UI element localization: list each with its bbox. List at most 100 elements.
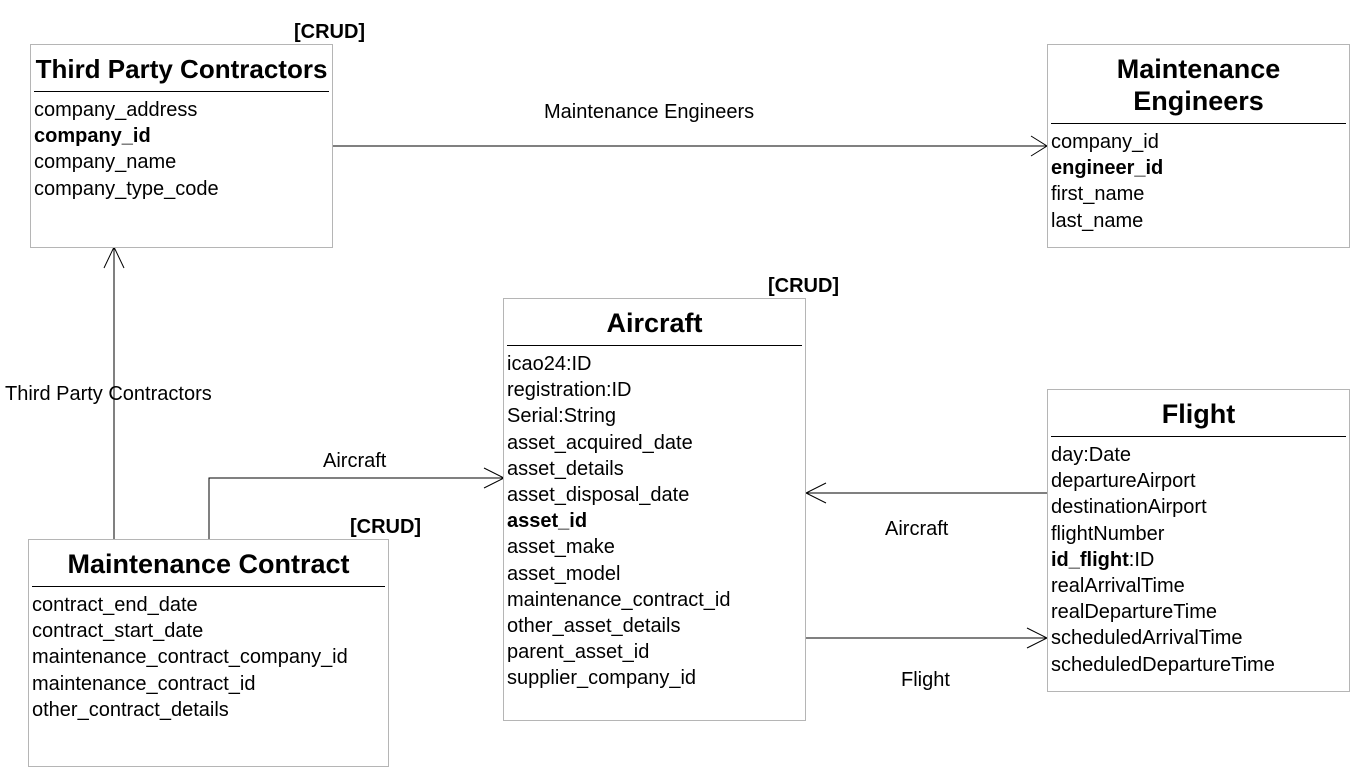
attribute-name: maintenance_contract_id [32, 672, 256, 695]
attribute-name: contract_start_date [32, 620, 204, 643]
attribute-row: flightNumber [1051, 521, 1275, 547]
attribute-row: asset_disposal_date [507, 482, 730, 508]
attribute-name-key: company_id [34, 125, 151, 148]
entity-title: Flight [1161, 399, 1236, 429]
attribute-row: asset_id [507, 508, 730, 534]
attribute-type: :ID [605, 379, 632, 402]
attribute-row: maintenance_contract_id [32, 671, 348, 697]
attribute-name: asset_make [507, 536, 615, 559]
attribute-row: company_id [1051, 129, 1163, 155]
attribute-name: scheduledDepartureTime [1051, 653, 1275, 676]
attribute-name: last_name [1051, 209, 1144, 232]
attribute-name: scheduledArrivalTime [1051, 627, 1243, 650]
attribute-row: first_name [1051, 181, 1163, 207]
attribute-row: asset_model [507, 561, 730, 587]
attribute-row: supplier_company_id [507, 665, 730, 691]
entity-title: Third Party Contractors [35, 54, 328, 84]
attribute-row: parent_asset_id [507, 639, 730, 665]
attribute-row: other_asset_details [507, 613, 730, 639]
attribute-name: realArrivalTime [1051, 575, 1185, 598]
attribute-row: scheduledDepartureTime [1051, 652, 1275, 678]
attribute-type: :Date [1083, 444, 1132, 466]
attribute-name-key: asset_id [507, 510, 588, 533]
attribute-name: registration [507, 379, 606, 402]
attribute-name-key: id_flight [1051, 548, 1129, 571]
attribute-name: supplier_company_id [507, 667, 697, 690]
attribute-row: other_contract_details [32, 697, 348, 723]
relationship-label-third-party-contractors: Third Party Contractors [5, 383, 212, 405]
entity-title-line-1: Maintenance [1116, 54, 1281, 84]
attribute-name: flightNumber [1051, 522, 1165, 545]
entity-title: Maintenance Contract [67, 549, 350, 579]
attribute-name: company_type_code [34, 177, 219, 200]
attribute-name: first_name [1051, 183, 1145, 206]
attribute-type: :ID [1128, 548, 1155, 571]
attribute-name-key: engineer_id [1051, 157, 1164, 180]
attribute-row: contract_end_date [32, 592, 348, 618]
attribute-row: company_id [34, 123, 219, 149]
arrowhead-open-icon [804, 482, 827, 504]
attribute-name: destinationAirport [1051, 496, 1207, 519]
edge-contractors-to-engineers [332, 135, 1048, 157]
attribute-row: departureAirport [1051, 468, 1275, 494]
attribute-row: asset_details [507, 456, 730, 482]
attribute-row: last_name [1051, 208, 1163, 234]
title-divider [1051, 123, 1346, 124]
attribute-row: company_type_code [34, 176, 219, 202]
attribute-row: asset_make [507, 534, 730, 560]
stereotype-maintenance-contract: [CRUD] [350, 516, 422, 538]
attribute-list: company_id engineer_id first_name last_name [1051, 129, 1163, 234]
attribute-row: contract_start_date [32, 618, 348, 644]
attribute-row: day:Date [1051, 442, 1275, 468]
edge-flight-to-aircraft [804, 482, 1047, 504]
attribute-name: parent_asset_id [507, 641, 650, 664]
relationship-label-maintenance-engineers: Maintenance Engineers [544, 101, 755, 123]
attribute-row: destinationAirport [1051, 494, 1275, 520]
entity-maintenance-engineers[interactable]: Maintenance Engineers company_id engineer… [1047, 44, 1350, 248]
attribute-name: other_asset_details [507, 615, 681, 638]
relationship-label-contract-aircraft: Aircraft [323, 450, 387, 472]
attribute-name: icao24 [507, 353, 566, 375]
attribute-row: id_flight:ID [1051, 547, 1275, 573]
attribute-row: Serial:String [507, 403, 730, 429]
stereotype-aircraft: [CRUD] [768, 275, 840, 297]
attribute-name: company_id [1051, 131, 1159, 153]
attribute-row: icao24:ID [507, 351, 730, 377]
attribute-name: company_address [34, 99, 198, 121]
relationship-label-aircraft-flight: Flight [901, 669, 950, 691]
attribute-name: departureAirport [1051, 470, 1196, 493]
relationship-label-flight-aircraft: Aircraft [885, 518, 949, 540]
attribute-row: asset_acquired_date [507, 430, 730, 456]
attribute-name: contract_end_date [32, 594, 198, 616]
attribute-name: asset_acquired_date [507, 431, 693, 454]
attribute-name: asset_disposal_date [507, 484, 690, 507]
attribute-type: :String [558, 405, 616, 428]
attribute-name: realDepartureTime [1051, 601, 1217, 624]
attribute-name: asset_model [507, 562, 621, 585]
attribute-row: company_name [34, 149, 219, 175]
attribute-name: maintenance_contract_company_id [32, 646, 348, 669]
attribute-name: asset_details [507, 457, 624, 480]
attribute-type: :ID [565, 353, 592, 375]
entity-title-line-2: Engineers [1133, 86, 1264, 116]
attribute-name: other_contract_details [32, 698, 229, 721]
attribute-row: realArrivalTime [1051, 573, 1275, 599]
attribute-row: maintenance_contract_id [507, 587, 730, 613]
attribute-name: Serial [507, 405, 559, 428]
attribute-row: engineer_id [1051, 155, 1163, 181]
attribute-name: company_name [34, 151, 177, 174]
attribute-row: registration:ID [507, 377, 730, 403]
title-divider [507, 345, 802, 346]
attribute-row: company_address [34, 97, 219, 123]
attribute-row: scheduledArrivalTime [1051, 625, 1275, 651]
attribute-name: day [1051, 444, 1084, 466]
